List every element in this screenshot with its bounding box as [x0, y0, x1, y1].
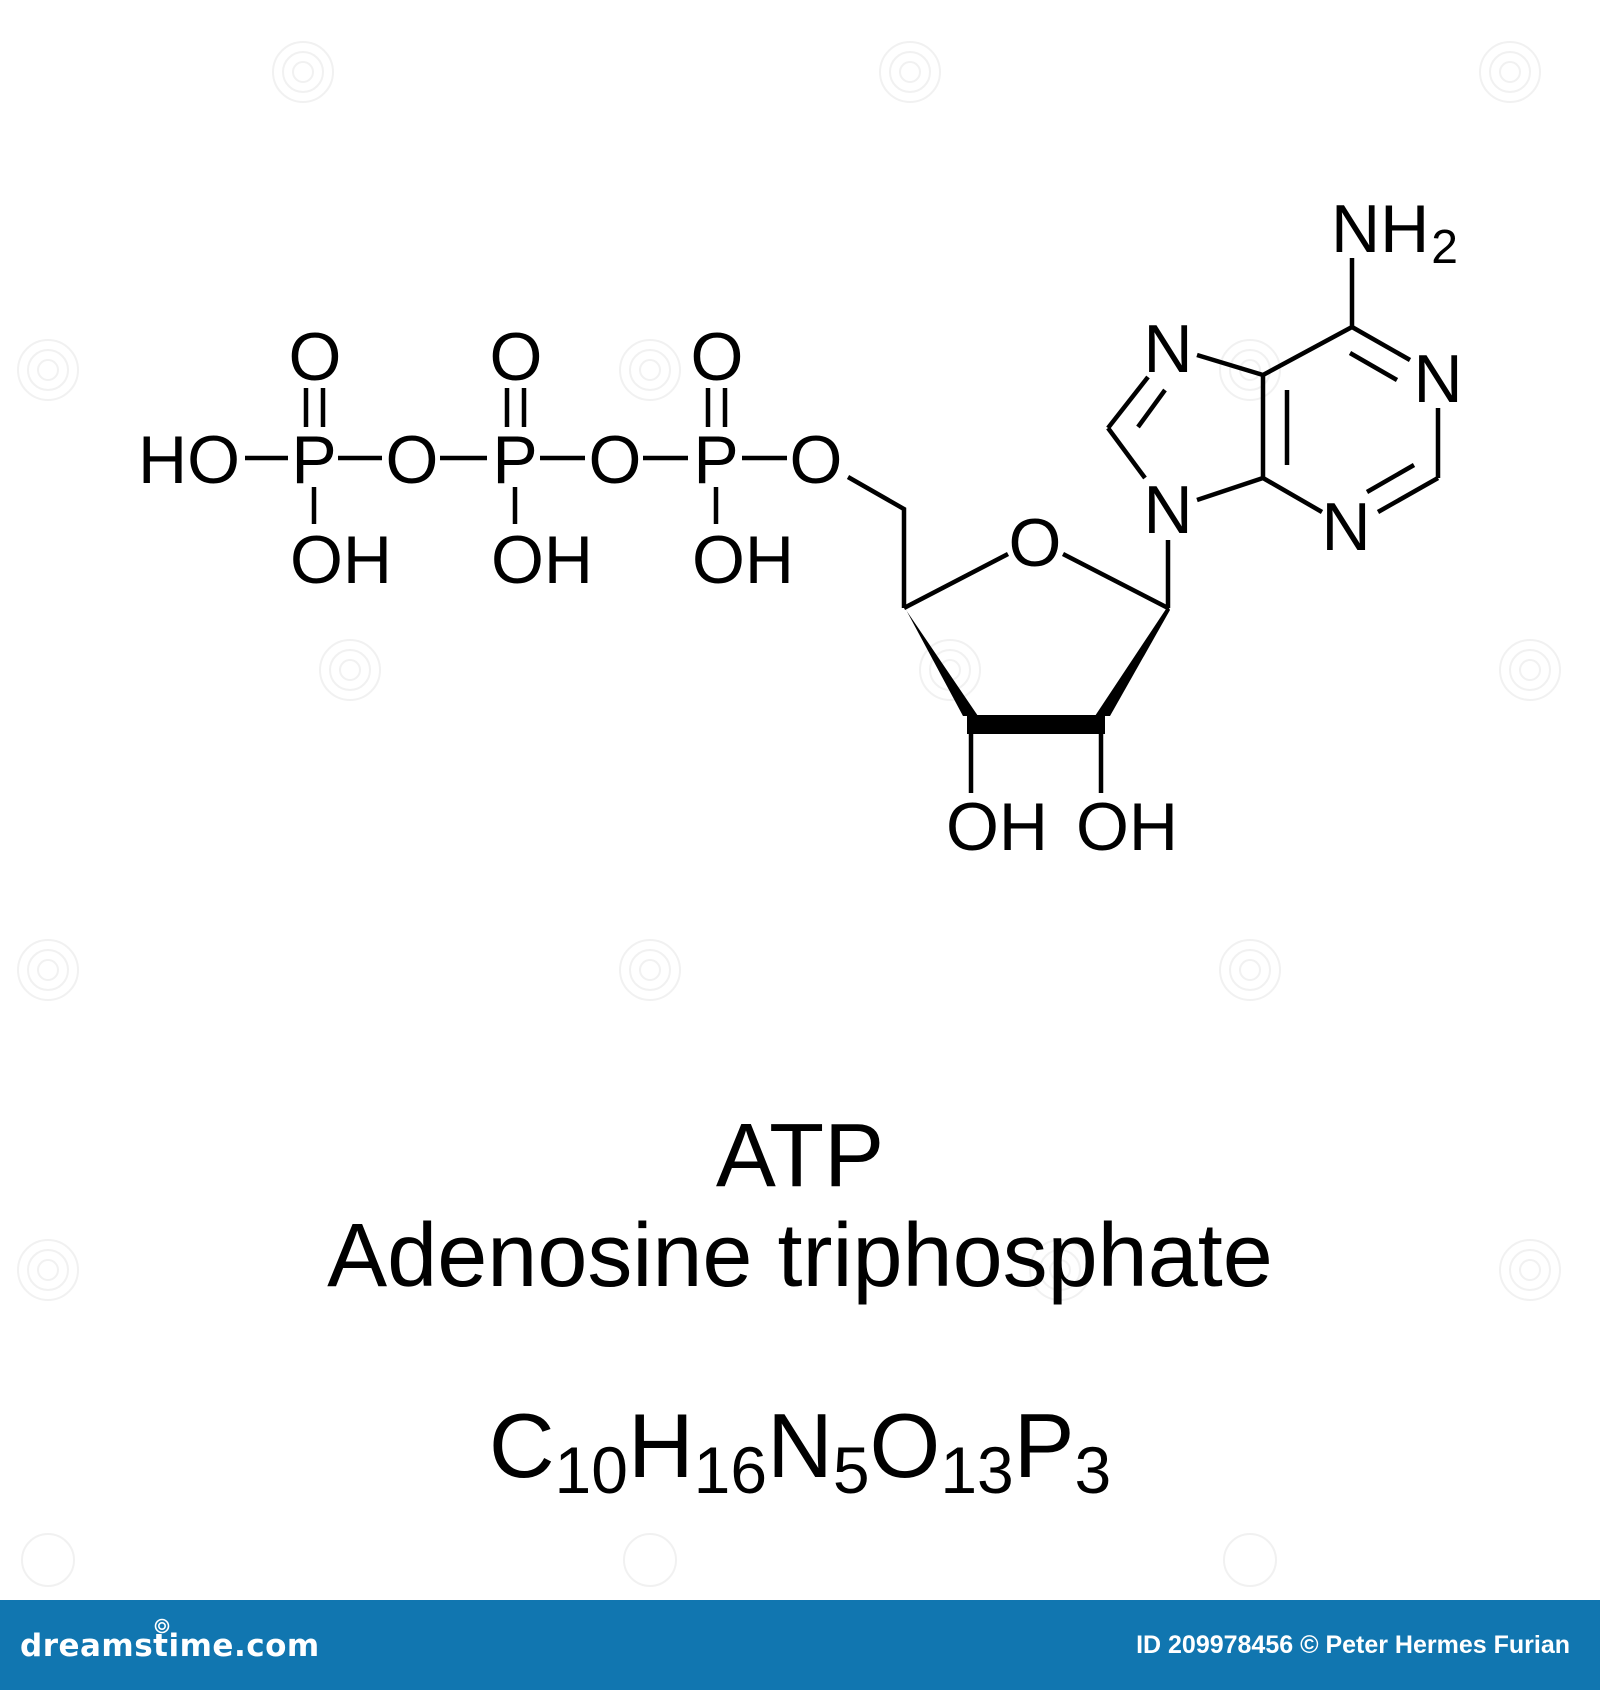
formula-element-hydrogen: H	[627, 1396, 694, 1497]
spiral-logo-icon	[154, 1618, 170, 1634]
formula-count-hydrogen: 16	[693, 1433, 768, 1507]
atom-label-oxo-3: O	[691, 319, 744, 395]
formula-element-phosphorus: P	[1013, 1396, 1075, 1497]
formula-count-carbon: 10	[554, 1433, 628, 1507]
diagram-canvas: HO P P P O O O O O O OH OH OH O OH OH NH…	[0, 41, 1600, 1587]
atom-label-bridge-oxygen-2: O	[589, 422, 642, 498]
dreamstime-logo[interactable]: dreamstime.com	[20, 1628, 320, 1664]
atom-label-amine: NH2	[1331, 191, 1458, 274]
atom-label-phosphorus-3: P	[693, 422, 738, 498]
atom-label-hydroxyl-p2: OH	[491, 522, 593, 598]
formula-element-nitrogen: N	[767, 1396, 833, 1497]
formula-count-nitrogen: 5	[832, 1433, 870, 1507]
atom-label-hydroxyl-p1: OH	[290, 522, 392, 598]
atom-label-oxo-2: O	[490, 319, 543, 395]
atom-label-phosphorus-1: P	[291, 422, 336, 498]
formula-count-phosphorus: 3	[1074, 1433, 1112, 1507]
atom-label-hydroxyl-c2: OH	[1076, 789, 1178, 865]
bond-lines	[245, 258, 1441, 793]
atom-labels: HO P P P O O O O O O OH OH OH O OH OH NH…	[138, 191, 1463, 865]
formula-element-carbon: C	[488, 1396, 555, 1497]
atom-label-ester-oxygen: O	[790, 422, 843, 498]
molecular-formula: C10H16N5O13P3	[0, 1401, 1600, 1503]
molecule-full-name: Adenosine triphosphate	[327, 1206, 1273, 1306]
atom-label-n9: N	[1143, 472, 1192, 548]
atom-label-n7: N	[1143, 311, 1192, 387]
molecule-abbreviation: ATP	[715, 1106, 885, 1206]
image-credit: ID 209978456 © Peter Hermes Furian	[1136, 1631, 1570, 1659]
atom-label-ring-oxygen: O	[1009, 505, 1062, 581]
formula-count-oxygen: 13	[940, 1433, 1014, 1507]
logo-text: dreamstime.com	[20, 1628, 320, 1664]
atom-label-hydroxyl-p3: OH	[692, 522, 794, 598]
atom-label-phosphorus-2: P	[492, 422, 537, 498]
footer-bar: dreamstime.com ID 209978456 © Peter Herm…	[0, 1600, 1600, 1690]
formula-element-oxygen: O	[869, 1396, 941, 1497]
atom-label-n3: N	[1321, 489, 1370, 565]
atom-label-n1: N	[1413, 341, 1462, 417]
atom-label-bridge-oxygen-1: O	[386, 422, 439, 498]
wedge-bonds	[904, 606, 1170, 734]
atom-label-terminal-ho: HO	[138, 422, 240, 498]
atom-label-hydroxyl-c3: OH	[946, 789, 1048, 865]
atp-structural-formula: HO P P P O O O O O O OH OH OH O OH OH NH…	[138, 191, 1463, 865]
atom-label-oxo-1: O	[289, 319, 342, 395]
